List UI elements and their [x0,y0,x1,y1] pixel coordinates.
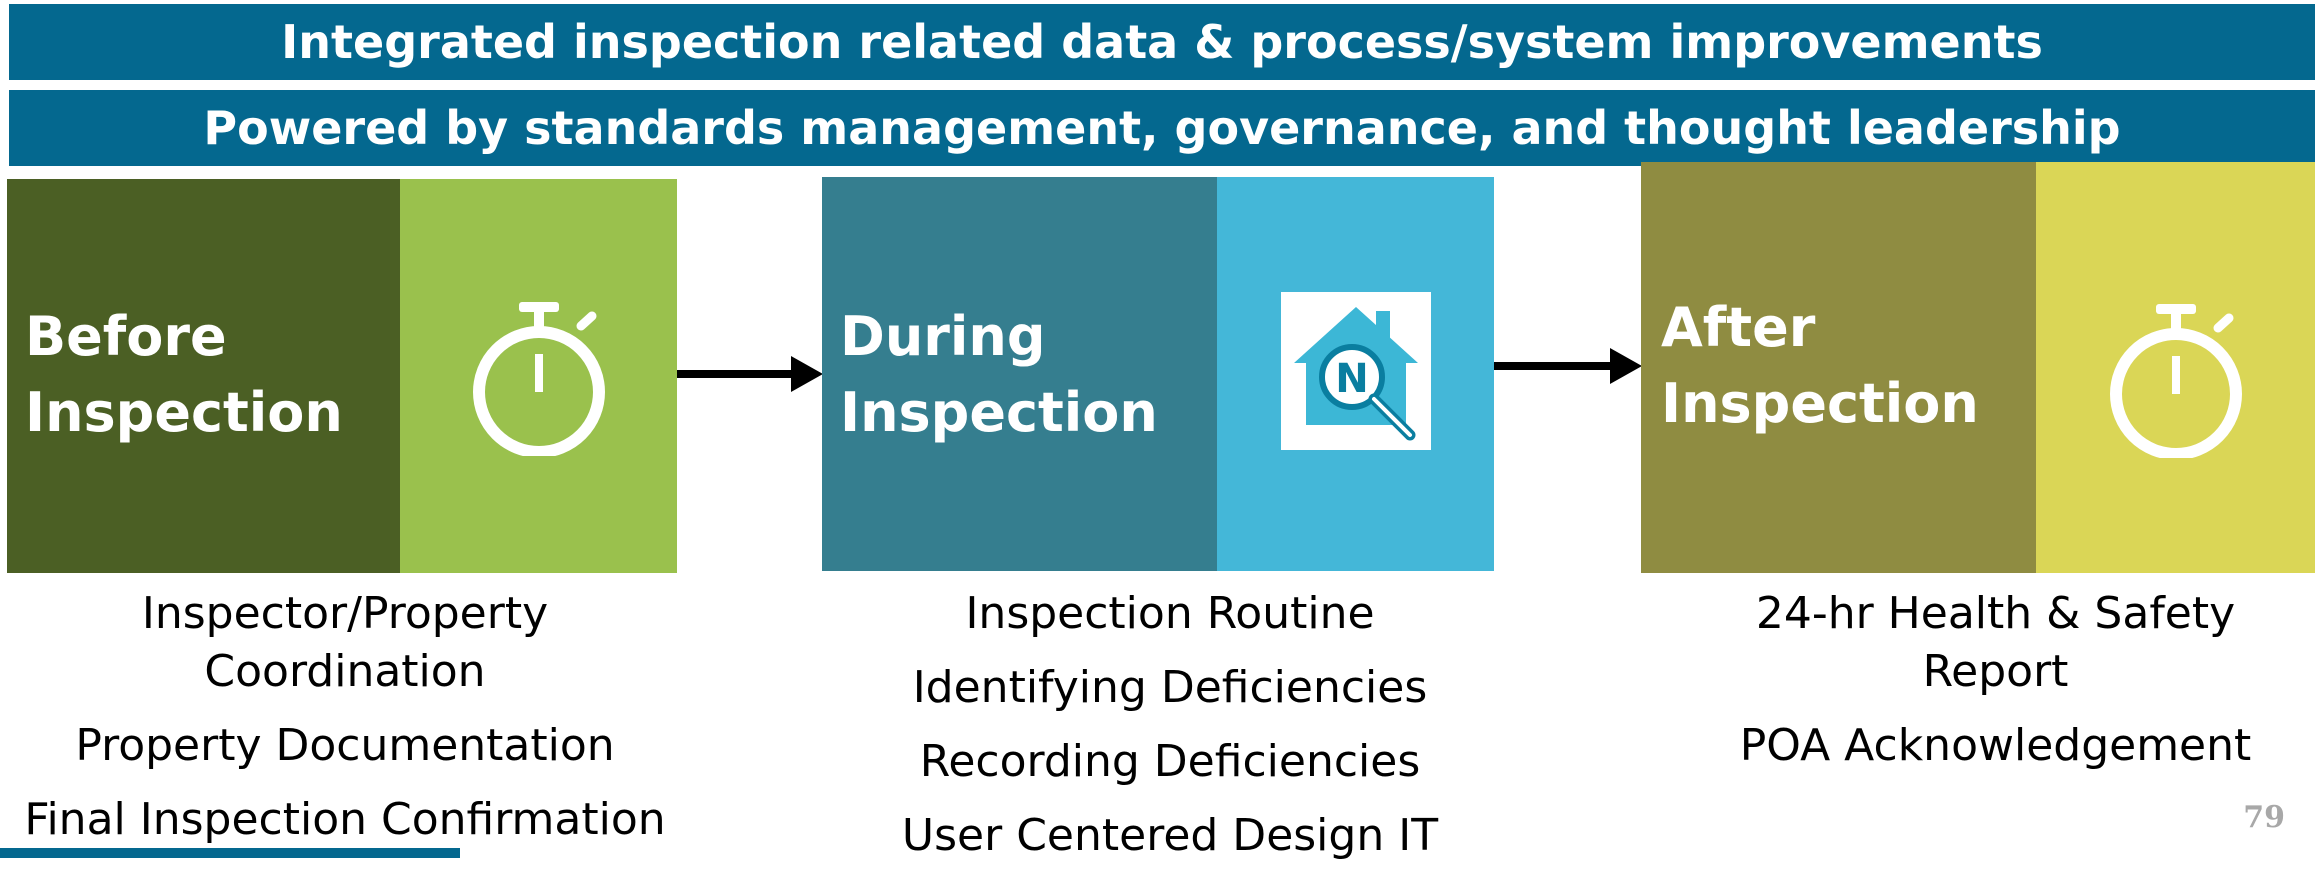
footer-accent-bar [0,848,460,858]
house-magnifier-icon-tile: N [1280,292,1431,450]
during-inspection-items: Inspection Routine Identifying Deficienc… [860,585,1480,881]
after-inspection-icon-panel [2036,162,2315,573]
stopwatch-icon [472,302,605,456]
arrow-during-to-after [1494,348,1642,384]
list-item: Inspection Routine [965,588,1375,639]
after-inspection-items: 24-hr Health & Safety Report POA Acknowl… [1676,585,2315,791]
before-inspection-icon-panel [400,179,677,573]
icon-letter: N [1335,356,1368,402]
subtitle-banner: Powered by standards management, governa… [9,90,2315,166]
main-title: Integrated inspection related data & pro… [281,15,2043,69]
list-item: Inspector/Property Coordination [141,588,549,697]
list-item: 24-hr Health & Safety Report [1755,588,2236,697]
list-item: Identifying Deficiencies [912,662,1428,713]
after-inspection-block: After Inspection [1641,162,2036,573]
during-inspection-block: During Inspection [822,177,1217,571]
before-inspection-label: Before Inspection [25,305,343,444]
during-inspection-label: During Inspection [840,305,1158,444]
house-magnifier-icon: N [1293,307,1418,441]
arrow-before-to-during [677,356,823,392]
list-item: User Centered Design IT [901,810,1439,861]
stopwatch-icon [2109,303,2242,458]
during-inspection-icon-panel: N [1217,177,1494,571]
page-number: 79 [2243,800,2285,835]
list-item: POA Acknowledgement [1739,720,2252,771]
before-inspection-block: Before Inspection [7,179,400,573]
list-item: Final Inspection Confirmation [24,794,666,845]
subtitle: Powered by standards management, governa… [203,101,2121,155]
main-title-banner: Integrated inspection related data & pro… [9,4,2315,80]
list-item: Recording Deficiencies [919,736,1421,787]
after-inspection-label: After Inspection [1661,296,1979,435]
list-item: Property Documentation [75,720,615,771]
before-inspection-items: Inspector/Property Coordination Property… [0,585,690,865]
